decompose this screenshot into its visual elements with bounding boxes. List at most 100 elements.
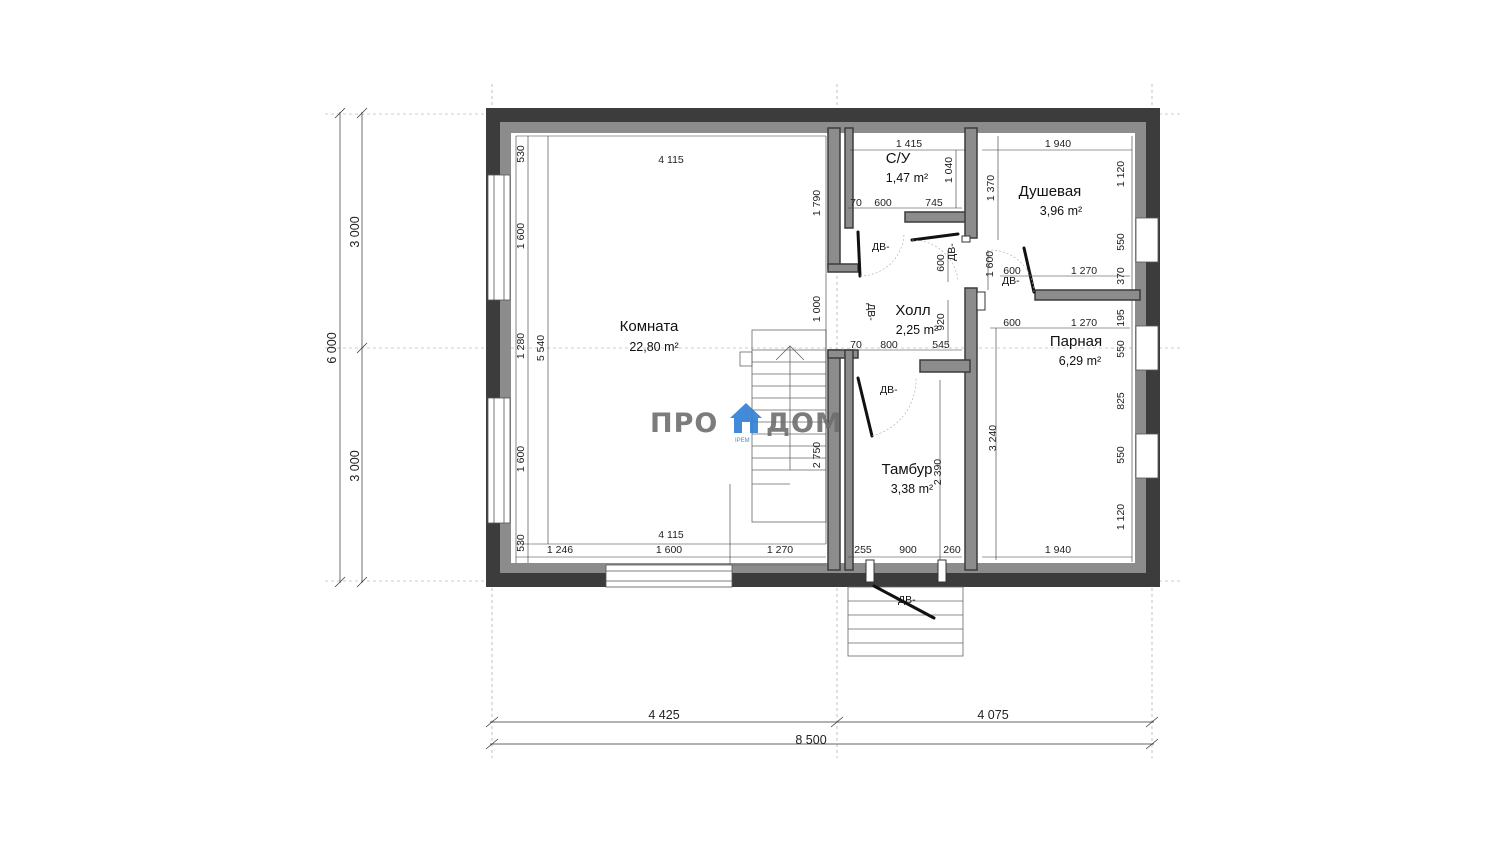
- svg-text:900: 900: [899, 544, 917, 556]
- door-entrance: [872, 584, 936, 620]
- svg-text:600: 600: [1003, 317, 1021, 329]
- wall-hall-right: [964, 287, 978, 571]
- room-name-holl: Холл: [895, 302, 930, 319]
- svg-text:1 600: 1 600: [515, 446, 527, 472]
- wall-komnata-right-top: [827, 127, 841, 269]
- door-komnata: [856, 230, 862, 278]
- svg-text:1 270: 1 270: [767, 544, 793, 556]
- logo-text-left: ПРО: [650, 408, 718, 439]
- wall-su-right: [964, 127, 978, 239]
- svg-text:1 280: 1 280: [515, 333, 527, 359]
- wall-stub-hall: [827, 349, 859, 359]
- svg-text:1 600: 1 600: [984, 251, 996, 277]
- svg-text:1 120: 1 120: [1115, 504, 1127, 530]
- svg-text:4 115: 4 115: [658, 529, 684, 541]
- svg-text:825: 825: [1115, 392, 1127, 410]
- door-label-hall: ДВ-: [865, 303, 877, 321]
- svg-text:2 390: 2 390: [932, 459, 944, 485]
- svg-text:3 240: 3 240: [987, 425, 999, 451]
- svg-text:550: 550: [1115, 340, 1127, 358]
- svg-text:260: 260: [943, 544, 961, 556]
- svg-text:550: 550: [1115, 233, 1127, 251]
- room-labels: Комната 22,80 m² С/У 1,47 m² Душевая 3,9…: [620, 150, 1102, 496]
- door-dush: [1022, 246, 1036, 294]
- door-label-tambur: ДВ-: [880, 384, 898, 396]
- wall-komnata-right-bottom: [827, 349, 841, 571]
- svg-text:2 750: 2 750: [811, 442, 823, 468]
- door-swings: [859, 233, 1035, 437]
- wall-dush-bottom: [1034, 289, 1141, 301]
- svg-text:1 940: 1 940: [1045, 138, 1071, 150]
- dim-left-top: 3 000: [348, 216, 362, 247]
- door-label-entrance: ДВ-: [898, 594, 916, 606]
- door-label-su: ДВ-: [946, 243, 958, 261]
- dim-bottom-left: 4 425: [648, 708, 679, 722]
- svg-text:920: 920: [935, 313, 947, 331]
- svg-text:1 000: 1 000: [811, 296, 823, 322]
- svg-text:370: 370: [1115, 267, 1127, 285]
- logo-text-right: ДОМ: [766, 408, 843, 439]
- room-name-komnata: Комната: [620, 318, 679, 335]
- room-name-parnaya: Парная: [1050, 333, 1102, 350]
- window-left-bottom: [487, 397, 511, 524]
- dim-bottom-total: 8 500: [795, 733, 826, 747]
- wall-tambur-left: [844, 349, 854, 571]
- windows: [487, 174, 1159, 588]
- door-tambur-inner: [856, 376, 874, 438]
- svg-text:1 370: 1 370: [985, 175, 997, 201]
- svg-text:1 940: 1 940: [1045, 544, 1071, 556]
- room-name-dushevaya: Душевая: [1019, 183, 1082, 200]
- room-name-tambur: Тамбур: [882, 461, 933, 478]
- svg-text:1 120: 1 120: [1115, 161, 1127, 187]
- svg-text:530: 530: [515, 534, 527, 552]
- inner-dimension-texts: 4 115 4 115 530 1 600 1 280 1 600 530 5 …: [515, 138, 1127, 556]
- dim-left-bottom: 3 000: [348, 450, 362, 481]
- room-area-dushevaya: 3,96 m²: [1040, 204, 1082, 218]
- room-area-holl: 2,25 m²: [896, 323, 938, 337]
- svg-text:255: 255: [854, 544, 872, 556]
- svg-text:745: 745: [925, 197, 943, 209]
- svg-text:4 115: 4 115: [658, 154, 684, 166]
- door-label-komnata: ДВ-: [872, 241, 890, 253]
- doors: [856, 230, 1036, 620]
- window-right-3: [1135, 433, 1159, 479]
- window-right-1: [1135, 217, 1159, 263]
- svg-text:70: 70: [850, 197, 862, 209]
- dim-left-total: 6 000: [325, 332, 339, 363]
- svg-text:1 600: 1 600: [656, 544, 682, 556]
- svg-text:530: 530: [515, 145, 527, 163]
- room-area-su: 1,47 m²: [886, 171, 928, 185]
- svg-text:1 790: 1 790: [811, 190, 823, 216]
- door-labels: ДВ- ДВ- ДВ- ДВ- ДВ- ДВ-: [865, 241, 1020, 606]
- svg-text:1 246: 1 246: [547, 544, 573, 556]
- svg-text:600: 600: [935, 254, 947, 272]
- svg-text:600: 600: [874, 197, 892, 209]
- room-area-komnata: 22,80 m²: [629, 340, 678, 354]
- room-name-su: С/У: [886, 150, 911, 167]
- logo-sub: IPEM: [735, 438, 750, 444]
- dim-bottom-right: 4 075: [977, 708, 1008, 722]
- svg-text:1 270: 1 270: [1071, 317, 1097, 329]
- svg-text:1 270: 1 270: [1071, 265, 1097, 277]
- svg-text:1 040: 1 040: [943, 157, 955, 183]
- watermark-logo: ПРО IPEM ДОМ: [650, 403, 843, 444]
- outer-dimension-texts: 4 425 4 075 8 500 3 000 3 000 6 000: [325, 216, 1009, 747]
- door-su: [910, 232, 960, 242]
- wall-su-left: [844, 127, 854, 229]
- window-left-top: [487, 174, 511, 301]
- hall-markers: [865, 235, 986, 583]
- svg-text:1 415: 1 415: [896, 138, 922, 150]
- room-area-tambur: 3,38 m²: [891, 482, 933, 496]
- entrance-steps: [847, 586, 964, 657]
- svg-text:600: 600: [1003, 265, 1021, 277]
- window-bottom: [605, 564, 733, 588]
- window-right-2: [1135, 325, 1159, 371]
- svg-text:195: 195: [1115, 309, 1127, 327]
- svg-text:550: 550: [1115, 446, 1127, 464]
- door-label-dush: ДВ-: [1002, 275, 1020, 287]
- house-icon: [730, 403, 762, 433]
- svg-text:545: 545: [932, 339, 950, 351]
- inner-dimension-lines: [515, 135, 1133, 563]
- room-area-parnaya: 6,29 m²: [1059, 354, 1101, 368]
